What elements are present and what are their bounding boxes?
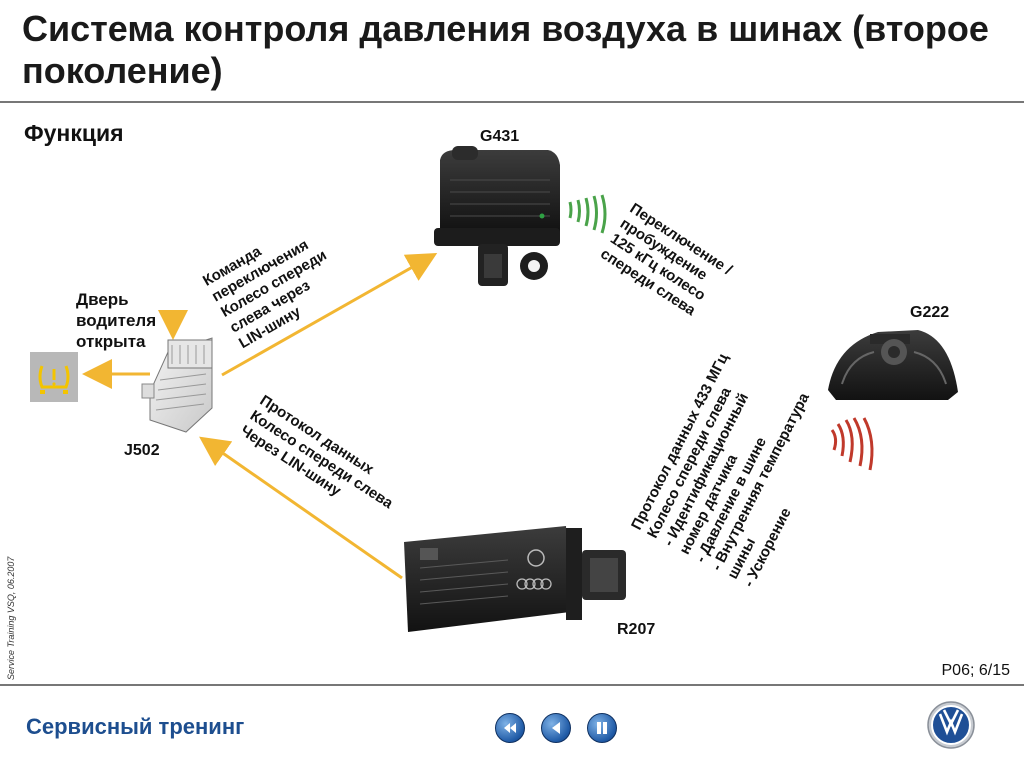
rf-signal-wave-icon — [830, 417, 874, 471]
door-open-label: Дверь водителя открыта — [76, 290, 157, 351]
header-divider — [0, 101, 1024, 103]
page-title: Система контроля давления воздуха в шина… — [22, 8, 989, 91]
vw-logo-icon — [927, 701, 975, 749]
pause-icon — [597, 722, 607, 734]
footer-title: Сервисный тренинг — [26, 714, 245, 739]
back-button[interactable] — [541, 713, 571, 743]
j502-control-unit-icon — [141, 337, 213, 433]
g431-antenna-module-icon — [434, 146, 560, 286]
section-heading: Функция — [24, 120, 124, 146]
lf-signal-wave-icon — [568, 194, 607, 234]
page-number: P06; 6/15 — [941, 662, 1011, 679]
footer-divider — [0, 684, 1024, 686]
label-r207: R207 — [617, 621, 656, 638]
pause-button[interactable] — [587, 713, 617, 743]
arrow-j502-to-g431 — [221, 253, 438, 377]
back-icon — [552, 722, 560, 734]
rewind-button[interactable] — [495, 713, 525, 743]
r207-receiver-unit-icon — [404, 526, 626, 632]
label-g431: G431 — [480, 128, 520, 145]
tpms-warning-icon — [30, 352, 78, 402]
g222-tire-sensor-icon — [828, 330, 958, 400]
arrow-r207-to-j502 — [199, 436, 403, 580]
rewind-icon — [504, 723, 516, 733]
label-g222: G222 — [910, 304, 950, 321]
diagram-canvas — [30, 146, 958, 632]
label-j502: J502 — [124, 442, 160, 459]
side-note: Service Training VSQ, 06.2007 — [6, 556, 16, 680]
